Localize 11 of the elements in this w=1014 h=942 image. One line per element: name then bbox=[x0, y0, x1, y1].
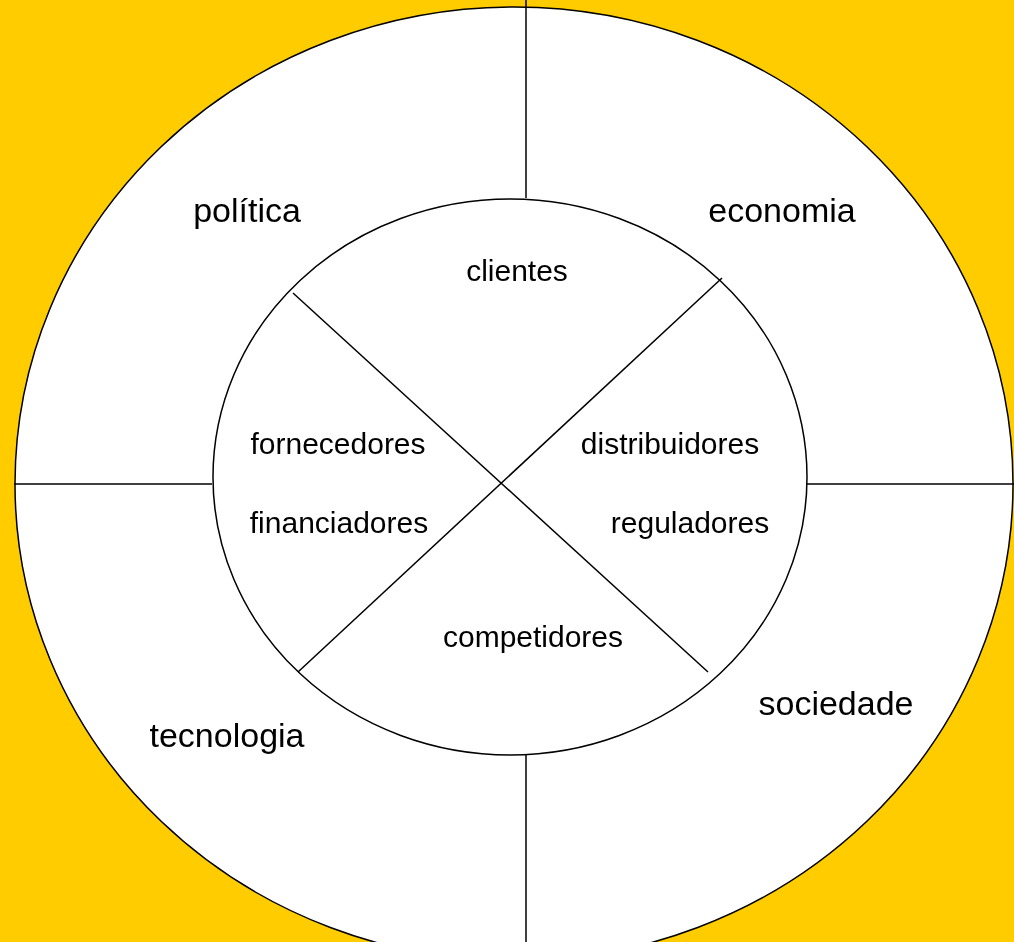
sector-label: política bbox=[193, 190, 301, 230]
sector-label: distribuidores bbox=[580, 427, 760, 461]
sector-label: sociedade bbox=[758, 683, 914, 723]
sector-label: fornecedores bbox=[250, 427, 426, 461]
sector-label: competidores bbox=[442, 620, 624, 654]
sector-label: reguladores bbox=[610, 506, 770, 540]
sector-label: tecnologia bbox=[149, 715, 305, 755]
outer-ring bbox=[14, 6, 1014, 942]
sector-label: economia bbox=[708, 190, 856, 230]
sector-label: financiadores bbox=[249, 506, 429, 540]
sector-label: clientes bbox=[466, 254, 568, 288]
